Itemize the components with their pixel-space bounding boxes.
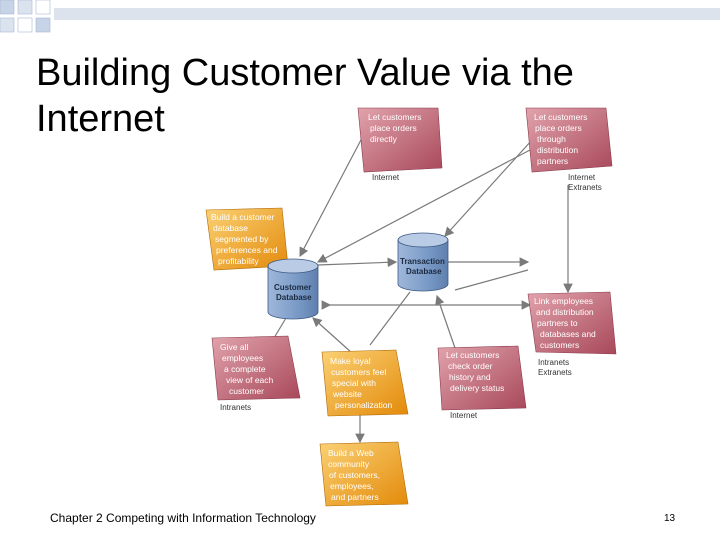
arrow-loyal-to-customer-db <box>312 317 353 354</box>
arrow-history-to-transaction <box>435 294 456 349</box>
arrow-transaction-to-link <box>454 269 529 291</box>
page-number: 13 <box>664 513 676 524</box>
arrow-loyal-to-transaction <box>369 291 411 346</box>
arrow-direct-to-customer-db <box>299 137 363 258</box>
corner-squares <box>0 0 720 33</box>
channel-label: Internet <box>450 411 478 420</box>
channel-label: Internet <box>372 173 400 182</box>
slide-footer: Chapter 2 Competing with Information Tec… <box>50 511 316 525</box>
slide-title: Building Customer Value via the Internet <box>36 52 574 140</box>
corner-decoration <box>0 0 720 40</box>
arrow-employee-to-customer-db <box>273 317 287 339</box>
arrow-partners-to-transaction-db <box>444 139 533 237</box>
arrow-partners-to-customer-db <box>316 149 531 263</box>
channel-label: Intranets <box>220 403 251 412</box>
arrow-customer-to-transaction <box>317 257 398 268</box>
connector-arrows <box>273 137 573 444</box>
